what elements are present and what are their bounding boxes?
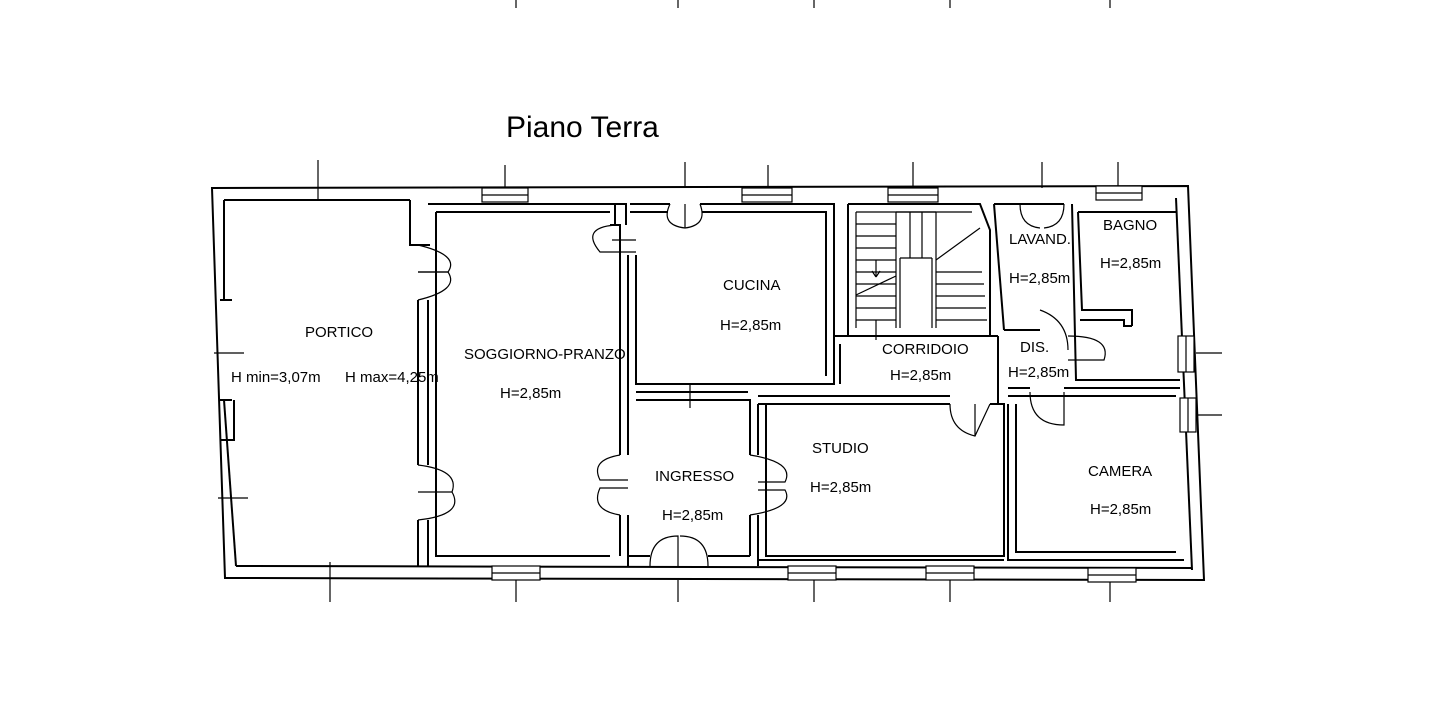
studio-label: STUDIO: [812, 440, 869, 457]
outer-walls: [210, 184, 1206, 582]
doors: [417, 203, 1106, 567]
cucina-height: H=2,85m: [720, 317, 781, 334]
plan-title: Piano Terra: [506, 111, 659, 144]
lavand-height: H=2,85m: [1009, 270, 1070, 287]
dis-label: DIS.: [1020, 339, 1049, 356]
interior-walls: [409, 200, 1184, 566]
studio-height: H=2,85m: [810, 479, 871, 496]
dis-height: H=2,85m: [1008, 364, 1069, 381]
staircase: [855, 211, 987, 340]
camera-label: CAMERA: [1088, 463, 1152, 480]
portico-h-min: H min=3,07m: [231, 369, 321, 386]
windows: [214, 160, 1222, 602]
cucina-label: CUCINA: [723, 277, 781, 294]
soggiorno-label: SOGGIORNO-PRANZO: [464, 346, 626, 363]
bagno-label: BAGNO: [1103, 217, 1157, 234]
camera-height: H=2,85m: [1090, 501, 1151, 518]
ingresso-label: INGRESSO: [655, 468, 734, 485]
room-labels: PORTICO H min=3,07m H max=4,25m SOGGIORN…: [231, 217, 1161, 524]
top-edge-ticks: [515, 0, 1111, 8]
bagno-height: H=2,85m: [1100, 255, 1161, 272]
portico-h-max: H max=4,25m: [345, 369, 439, 386]
corridoio-height: H=2,85m: [890, 367, 951, 384]
soggiorno-height: H=2,85m: [500, 385, 561, 402]
portico-label: PORTICO: [305, 324, 373, 341]
ingresso-height: H=2,85m: [662, 507, 723, 524]
lavand-label: LAVAND.: [1009, 231, 1071, 248]
corridoio-label: CORRIDOIO: [882, 341, 969, 358]
